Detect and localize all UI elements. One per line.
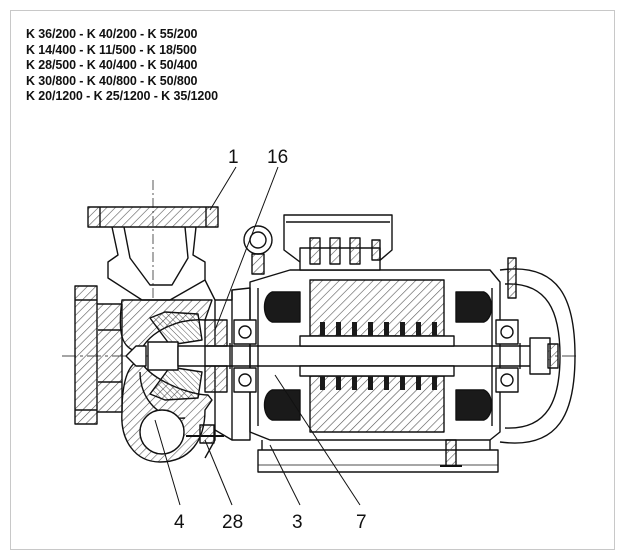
seal-bracket: [186, 287, 251, 444]
callout-7: 7: [356, 512, 367, 533]
shaft: [177, 343, 551, 369]
model-line: K 20/1200 - K 25/1200 - K 35/1200: [26, 89, 218, 103]
leader-lines: [154, 166, 361, 506]
rotor-bars: [320, 322, 437, 390]
suction-flange: [74, 285, 123, 425]
fan-cover: [499, 257, 576, 444]
discharge-flange: [87, 180, 219, 301]
lifting-eye: [243, 225, 273, 275]
model-line: K 14/400 - K 11/500 - K 18/500: [26, 42, 197, 57]
model-line: K 36/200 - K 40/200 - K 55/200: [26, 27, 198, 41]
bearings: [233, 319, 519, 393]
callout-16: 16: [267, 147, 288, 168]
callout-4: 4: [174, 512, 185, 533]
callout-1: 1: [228, 147, 239, 168]
stator: [299, 279, 455, 433]
terminal-box: [283, 214, 393, 271]
model-line: K 28/500 - K 40/400 - K 50/400: [26, 58, 198, 72]
foot-bolt: [440, 439, 462, 467]
callout-28: 28: [222, 512, 243, 533]
model-list: K 36/200 - K 40/200 - K 55/200 K 14/400 …: [26, 27, 218, 105]
model-line: K 30/800 - K 40/800 - K 50/800: [26, 73, 198, 88]
windings: [263, 291, 493, 421]
impeller: [125, 311, 203, 401]
callout-3: 3: [292, 512, 303, 533]
